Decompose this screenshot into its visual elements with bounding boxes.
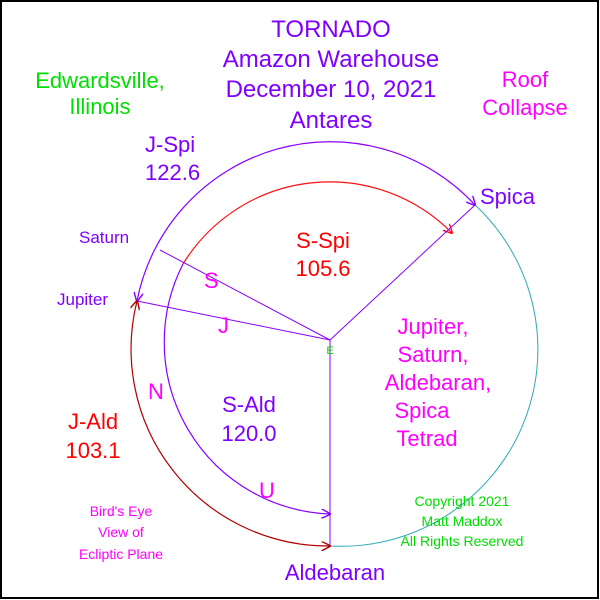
- j-ald-label: J-Ald: [68, 409, 118, 434]
- note-line-2: View of: [98, 524, 144, 540]
- j-ald-value: 103.1: [65, 438, 120, 463]
- s-ald-arc-letter: U: [259, 478, 275, 503]
- title-line-3: December 10, 2021: [226, 76, 437, 103]
- copyright-line-2: Matt Maddox: [422, 513, 503, 529]
- jupiter-line-letter: J: [218, 313, 229, 338]
- jupiter-label: Jupiter: [57, 290, 108, 309]
- s-spi-value: 105.6: [295, 256, 350, 281]
- s-ald-arc: [163, 263, 330, 514]
- event-line-1: Roof: [502, 67, 549, 92]
- tetrad-line-3: Aldebaran,: [385, 370, 491, 395]
- saturn-line-letter: S: [204, 268, 219, 293]
- aldebaran-label: Aldebaran: [285, 560, 385, 585]
- title-line-1: TORNADO: [271, 16, 391, 43]
- copyright-line-1: Copyright 2021: [415, 493, 510, 509]
- location-line-2: Illinois: [69, 94, 130, 119]
- title-line-2: Amazon Warehouse: [223, 46, 440, 73]
- note-line-1: Bird's Eye: [90, 503, 153, 519]
- copyright-line-3: All Rights Reserved: [401, 533, 524, 549]
- s-spi-label: S-Spi: [296, 228, 350, 253]
- orbit-circle-teal-arc: [329, 204, 539, 547]
- j-spi-arc: [137, 141, 475, 301]
- title-line-4: Antares: [290, 107, 373, 134]
- tetrad-line-4: Spica: [394, 398, 450, 423]
- spica-label: Spica: [480, 184, 536, 209]
- s-ald-value: 120.0: [221, 421, 276, 446]
- event-line-2: Collapse: [482, 95, 568, 120]
- jupiter-line: [136, 300, 331, 341]
- s-ald-label: S-Ald: [222, 392, 276, 417]
- earth-label: E: [326, 345, 333, 357]
- tetrad-line-5: Tetrad: [396, 426, 457, 451]
- tetrad-line-1: Jupiter,: [398, 314, 469, 339]
- saturn-label: Saturn: [79, 228, 129, 247]
- location-line-1: Edwardsville,: [35, 68, 165, 93]
- tetrad-line-2: Saturn,: [398, 342, 469, 367]
- spica-line: [329, 204, 476, 341]
- s-spi-arc: [182, 181, 452, 265]
- j-spi-value: 122.6: [145, 160, 200, 185]
- note-line-3: Ecliptic Plane: [79, 546, 163, 562]
- j-ald-arc: [131, 301, 330, 546]
- j-ald-arc-letter: N: [148, 379, 164, 404]
- saturn-line: [159, 249, 331, 341]
- j-spi-label: J-Spi: [145, 132, 195, 157]
